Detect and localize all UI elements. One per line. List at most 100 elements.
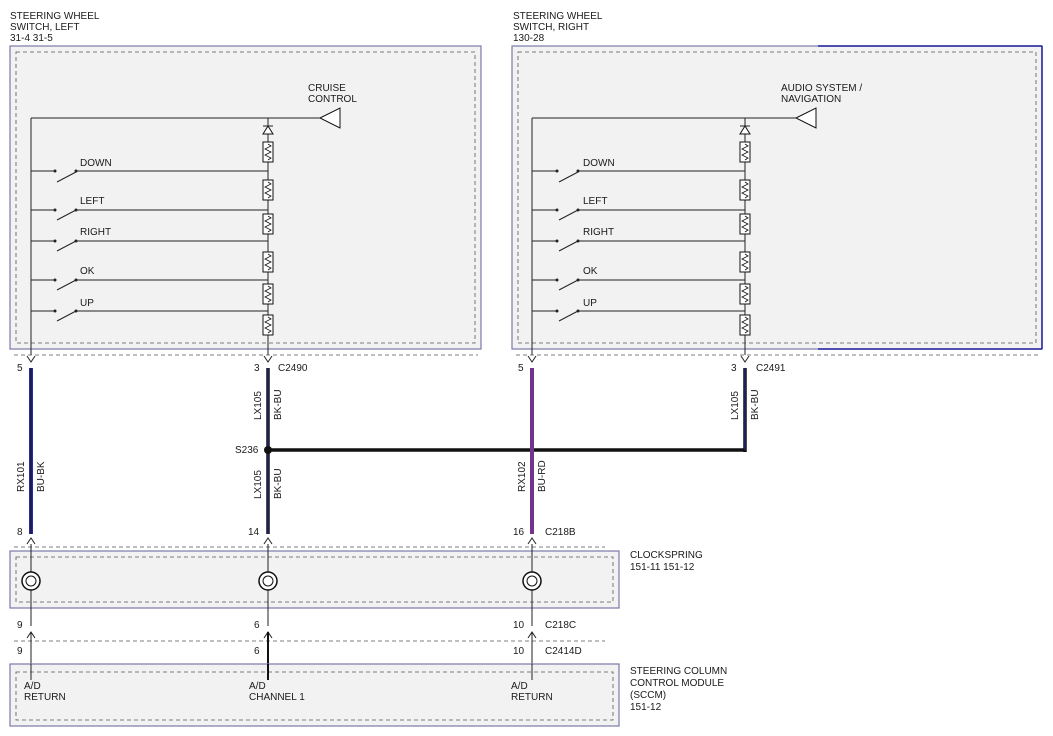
sccm-pin-label: CHANNEL 1: [249, 692, 305, 703]
swl-function-2: CONTROL: [308, 94, 357, 105]
sccm-pin-label: A/D: [249, 681, 266, 692]
steering-column-control-module: STEERING COLUMN CONTROL MODULE (SCCM) 15…: [9, 663, 727, 727]
swr-switch-up: UP: [532, 298, 745, 322]
pin-label: 10: [513, 620, 525, 631]
signal-triangle-icon: [794, 107, 817, 129]
resistor-icon: [739, 213, 751, 235]
pin-label: 3: [254, 363, 260, 374]
pin-label: 6: [254, 620, 260, 631]
connector-arrow-icon: [740, 355, 750, 363]
wire-lx105-splice: [268, 368, 747, 452]
clockspring-coil-icon: [21, 571, 41, 591]
pin-label: 6: [254, 646, 260, 657]
resistor-icon: [739, 141, 751, 163]
resistor-icon: [262, 213, 274, 235]
splice-label-s236: S236: [235, 445, 259, 456]
sccm-pin-label: RETURN: [511, 692, 553, 703]
connector-label-c2490: C2490: [278, 363, 308, 374]
switch-label-down: DOWN: [583, 158, 615, 169]
switch-label-up: UP: [583, 298, 597, 309]
sccm-title-1: STEERING COLUMN: [630, 666, 727, 677]
pin-label: 9: [17, 620, 23, 631]
connector-arrow-icon: [263, 355, 273, 363]
switch-label-right: RIGHT: [583, 227, 614, 238]
switch-label-left: LEFT: [583, 196, 607, 207]
wire-circuit-label: LX105: [253, 470, 264, 499]
wire-circuit-label: LX105: [730, 391, 741, 420]
switch-label-left: LEFT: [80, 196, 104, 207]
resistor-icon: [739, 251, 751, 273]
pin-label: 16: [513, 527, 525, 538]
wire-circuit-label: LX105: [253, 391, 264, 420]
pin-label: 8: [17, 527, 23, 538]
swr-switch-right: RIGHT: [532, 227, 745, 252]
pin-label: 5: [17, 363, 23, 374]
connector-label-c218b: C218B: [545, 527, 576, 538]
connector-arrow-icon: [26, 537, 36, 545]
swl-inner: [15, 51, 476, 344]
sccm-pin-label: A/D: [24, 681, 41, 692]
connector-label-c218c: C218C: [545, 620, 576, 631]
pin-label: 5: [518, 363, 524, 374]
diode-icon: [739, 125, 751, 135]
pin-label: 9: [17, 646, 23, 657]
resistor-icon: [262, 141, 274, 163]
swl-title-2: SWITCH, LEFT: [10, 22, 79, 33]
wire-circuit-label: RX101: [16, 461, 27, 492]
resistor-icon: [262, 179, 274, 201]
clockspring-title: CLOCKSPRING: [630, 550, 703, 561]
wire-color-label: BK-BU: [750, 389, 761, 420]
steering-wheel-switch-right: STEERING WHEEL SWITCH, RIGHT 130-28 AUDI…: [511, 11, 1043, 355]
clockspring: CLOCKSPRING 151-11 151-12: [9, 544, 703, 626]
swl-box: [9, 45, 482, 350]
swr-switch-left: LEFT: [532, 196, 745, 221]
connector-arrow-icon: [26, 355, 36, 363]
pin-label: 14: [248, 527, 260, 538]
clockspring-box: [9, 550, 620, 609]
clockspring-inner: [15, 556, 614, 603]
wire-circuit-label: RX102: [517, 461, 528, 492]
swl-switch-ok: OK: [31, 266, 268, 291]
sccm-title-2: CONTROL MODULE: [630, 678, 724, 689]
wire-color-label: BU-BK: [36, 461, 47, 492]
steering-wheel-switch-left: STEERING WHEEL SWITCH, LEFT 31-4 31-5 CR…: [9, 11, 482, 355]
switch-label-right: RIGHT: [80, 227, 111, 238]
splice-dot-icon: [264, 446, 272, 454]
swr-inner: [517, 51, 1037, 344]
swl-switch-down: DOWN: [31, 158, 268, 183]
swl-switch-up: UP: [31, 298, 268, 322]
resistor-icon: [262, 283, 274, 305]
wire-color-label: BK-BU: [273, 389, 284, 420]
resistor-icon: [262, 251, 274, 273]
swr-box: [511, 45, 1043, 350]
wire-color-label: BK-BU: [273, 468, 284, 499]
switch-label-ok: OK: [80, 266, 95, 277]
sccm-title-3: (SCCM): [630, 690, 666, 701]
swr-title-1: STEERING WHEEL: [513, 11, 603, 22]
swr-switch-ok: OK: [532, 266, 745, 291]
swl-ref: 31-4 31-5: [10, 33, 53, 44]
connector-label-c2491: C2491: [756, 363, 786, 374]
swl-function-1: CRUISE: [308, 83, 346, 94]
switch-label-ok: OK: [583, 266, 598, 277]
swr-function-1: AUDIO SYSTEM /: [781, 83, 862, 94]
swr-ref: 130-28: [513, 33, 545, 44]
connector-arrow-icon: [527, 537, 537, 545]
swl-switch-left: LEFT: [31, 196, 268, 221]
diode-icon: [262, 125, 274, 135]
swl-switch-right: RIGHT: [31, 227, 268, 252]
sccm-pin-label: A/D: [511, 681, 528, 692]
clockspring-coil-icon: [522, 571, 542, 591]
clockspring-ref: 151-11 151-12: [630, 562, 695, 573]
resistor-icon: [739, 283, 751, 305]
pin-label: 3: [731, 363, 737, 374]
signal-triangle-icon: [318, 107, 341, 129]
clockspring-coil-icon: [258, 571, 278, 591]
swr-function-2: NAVIGATION: [781, 94, 841, 105]
resistor-icon: [262, 314, 274, 336]
switch-label-down: DOWN: [80, 158, 112, 169]
wire-color-label: BU-RD: [537, 460, 548, 492]
sccm-box: [9, 663, 620, 727]
switch-label-up: UP: [80, 298, 94, 309]
